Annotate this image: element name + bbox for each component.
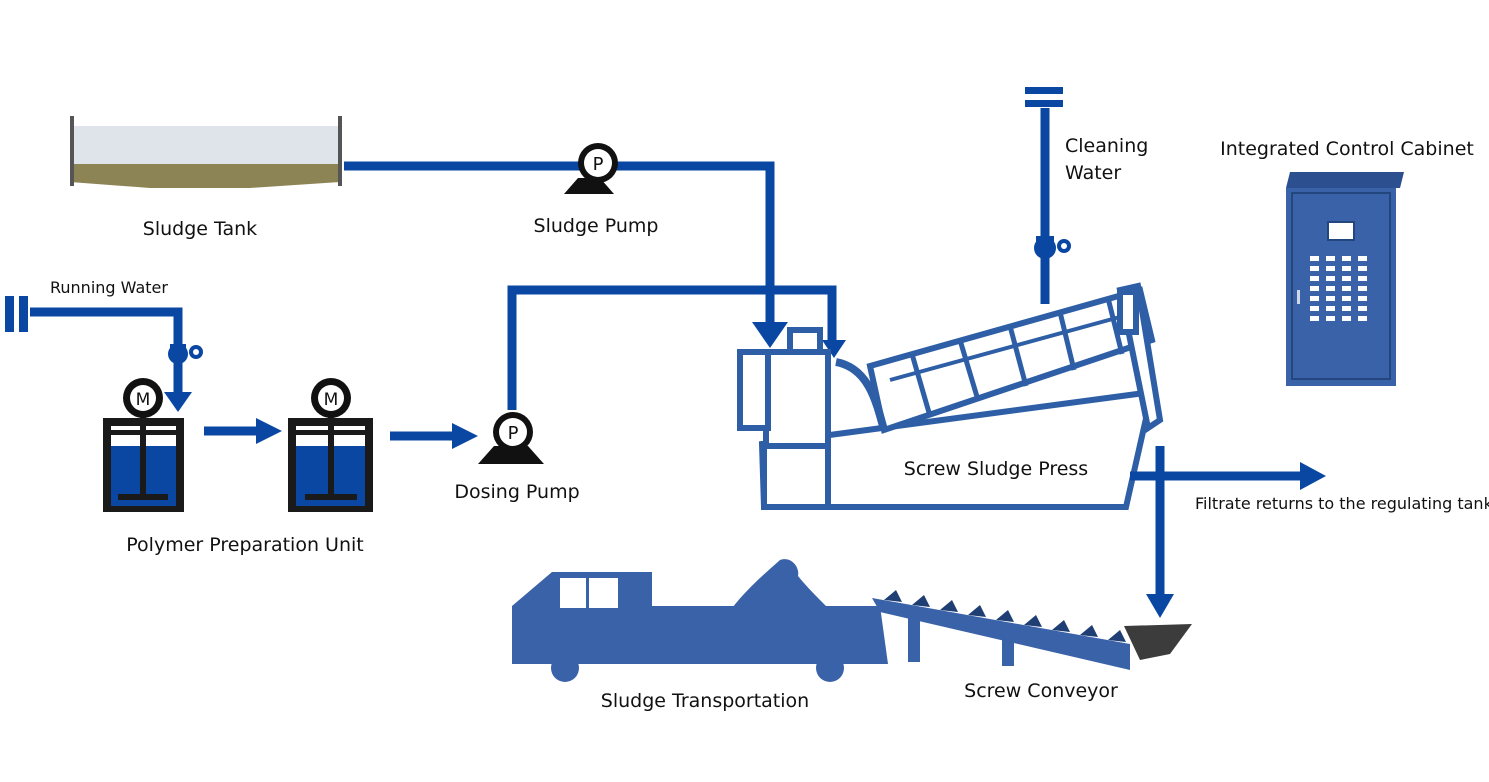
water-source-icon <box>5 296 28 332</box>
cabinet-button <box>1310 316 1319 321</box>
screw-conveyor <box>872 590 1192 670</box>
polymer-transfer-arrow <box>256 418 282 444</box>
cleaning-water-valve-icon <box>1034 236 1071 259</box>
cleaning-water-label-1: Cleaning <box>1065 135 1148 157</box>
conveyor-flight <box>940 600 958 612</box>
polymer-tank-2 <box>288 410 373 512</box>
screw-sludge-press <box>737 282 1164 510</box>
conveyor-flight <box>912 595 930 607</box>
cabinet-button <box>1342 316 1351 321</box>
sludge-truck <box>512 559 888 682</box>
cabinet-button <box>1358 266 1367 271</box>
svg-text:P: P <box>508 423 519 444</box>
cabinet-button <box>1358 306 1367 311</box>
cabinet-button <box>1326 316 1335 321</box>
cleaning-water-source-icon <box>1025 87 1063 107</box>
cabinet-button <box>1342 266 1351 271</box>
conveyor-flight <box>1052 620 1070 632</box>
cabinet-button <box>1342 296 1351 301</box>
transport-label: Sludge Transportation <box>601 690 809 712</box>
cabinet-button <box>1358 316 1367 321</box>
cabinet-button <box>1310 276 1319 281</box>
conveyor-flight <box>968 605 986 617</box>
polymer-dosing-pipe <box>507 285 837 410</box>
cabinet-button <box>1310 306 1319 311</box>
cabinet-button <box>1342 256 1351 261</box>
polymer-dosing-arrow <box>822 340 846 358</box>
filtrate-label: Filtrate returns to the regulating tank <box>1195 494 1489 513</box>
conveyor-flight <box>1108 630 1126 642</box>
cabinet-button <box>1342 306 1351 311</box>
sludge-tank-label: Sludge Tank <box>143 218 257 240</box>
conveyor-flight <box>884 590 902 602</box>
conveyor-flight <box>1024 615 1042 627</box>
cabinet-button <box>1310 296 1319 301</box>
running-water-arrow <box>164 392 192 412</box>
conveyor-flight <box>996 610 1014 622</box>
cabinet-button <box>1358 286 1367 291</box>
dosing-pump-icon: P <box>478 412 544 464</box>
cabinet-button <box>1326 306 1335 311</box>
svg-text:M: M <box>136 390 151 410</box>
filtrate-arrow <box>1300 462 1326 490</box>
sludge-feed-pipe <box>344 161 775 322</box>
dosing-pump-label: Dosing Pump <box>454 481 579 503</box>
discharge-arrow <box>1146 594 1174 618</box>
cabinet-button <box>1342 276 1351 281</box>
running-water-valve-icon <box>168 344 203 364</box>
cabinet-button <box>1326 296 1335 301</box>
polymer-to-pump-arrow <box>452 423 478 449</box>
cabinet-button <box>1358 296 1367 301</box>
cabinet-button <box>1326 286 1335 291</box>
control-cabinet-label: Integrated Control Cabinet <box>1220 138 1474 160</box>
mixer-motor-1-icon: M <box>123 378 163 418</box>
running-water-label: Running Water <box>50 278 168 297</box>
sludge-pump-label: Sludge Pump <box>534 215 659 237</box>
conveyor-flight <box>1080 625 1098 637</box>
polymer-unit-label: Polymer Preparation Unit <box>126 534 363 556</box>
cabinet-button <box>1310 266 1319 271</box>
running-water-pipe <box>30 307 183 392</box>
cabinet-button <box>1326 266 1335 271</box>
conveyor-flights <box>884 590 1126 642</box>
sludge-tank <box>70 116 342 188</box>
svg-text:P: P <box>593 154 604 175</box>
cabinet-button <box>1358 276 1367 281</box>
conveyor-label: Screw Conveyor <box>964 680 1118 702</box>
polymer-tank-1 <box>103 410 184 512</box>
cabinet-button <box>1326 256 1335 261</box>
cabinet-button <box>1326 276 1335 281</box>
mixer-motor-2-icon: M <box>311 378 351 418</box>
screw-press-label: Screw Sludge Press <box>904 458 1088 480</box>
cleaning-water-label-2: Water <box>1065 162 1121 184</box>
svg-text:M: M <box>324 390 339 410</box>
cabinet-button <box>1310 286 1319 291</box>
cabinet-button-grid <box>1310 256 1367 321</box>
cabinet-button <box>1342 286 1351 291</box>
sludge-feed-arrow <box>752 322 788 348</box>
control-cabinet <box>1286 172 1404 386</box>
cabinet-button <box>1358 256 1367 261</box>
sludge-pump-icon: P <box>564 143 618 194</box>
cabinet-button <box>1310 256 1319 261</box>
